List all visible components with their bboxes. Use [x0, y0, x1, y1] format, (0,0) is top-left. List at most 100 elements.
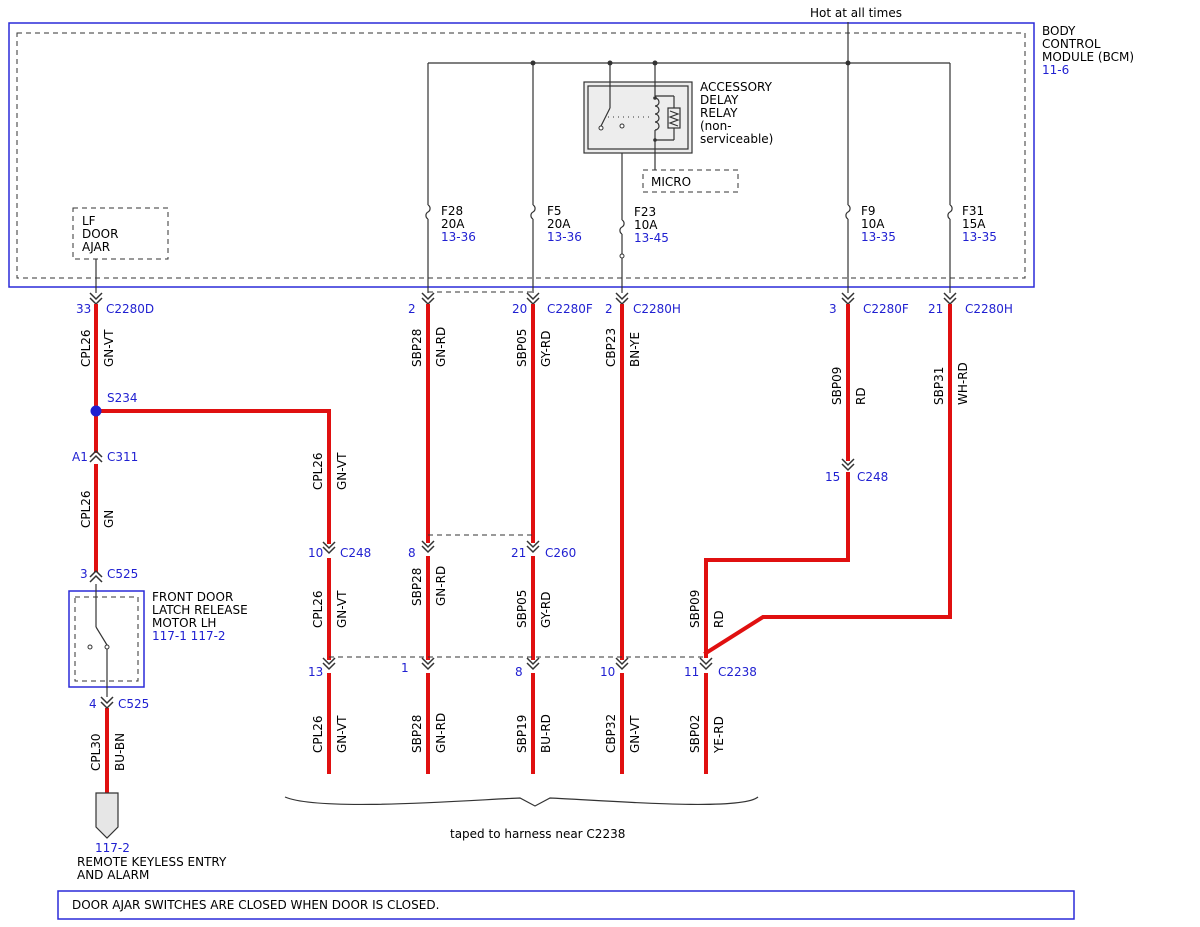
svg-text:SBP05: SBP05	[515, 329, 529, 367]
svg-text:WH-RD: WH-RD	[956, 362, 970, 405]
latch-motor-refs: 117-1 117-2	[152, 629, 226, 643]
svg-text:GN-VT: GN-VT	[335, 715, 349, 753]
svg-text:RD: RD	[854, 387, 868, 405]
svg-text:CPL26: CPL26	[311, 452, 325, 490]
c2238-conn: C2238	[718, 665, 757, 679]
fuse-f31-amps: 15A	[962, 217, 986, 231]
fuse-f9-symbol	[845, 204, 851, 220]
c2238-pin-11: 11	[684, 665, 699, 679]
relay-label-4: (non-	[700, 119, 732, 133]
lf-door-ajar-3: AJAR	[82, 240, 110, 254]
relay-label-1: ACCESSORY	[700, 80, 773, 94]
svg-text:SBP28: SBP28	[410, 715, 424, 753]
c248-left-conn: C248	[340, 546, 371, 560]
fuse-f31-name: F31	[962, 204, 984, 218]
svg-text:GY-RD: GY-RD	[539, 591, 553, 628]
svg-text:GN-VT: GN-VT	[335, 590, 349, 628]
c525-bottom-pin: 4	[89, 697, 97, 711]
svg-text:SBP28: SBP28	[410, 329, 424, 367]
micro-label: MICRO	[651, 175, 691, 189]
svg-text:SBP09: SBP09	[688, 590, 702, 628]
svg-text:SBP02: SBP02	[688, 715, 702, 753]
svg-text:SBP19: SBP19	[515, 715, 529, 753]
svg-text:CPL26: CPL26	[311, 590, 325, 628]
relay-label-3: RELAY	[700, 106, 738, 120]
svg-text:GY-RD: GY-RD	[539, 330, 553, 367]
c248-right-conn: C248	[857, 470, 888, 484]
svg-text:SBP31: SBP31	[932, 367, 946, 405]
top-pin-33: 33	[76, 302, 91, 316]
lf-door-ajar-box	[72, 207, 169, 260]
svg-text:SBP09: SBP09	[830, 367, 844, 405]
c2238-pin-10: 10	[600, 665, 615, 679]
fuse-f23-ref: 13-45	[634, 231, 669, 245]
c525-bottom-conn: C525	[118, 697, 149, 711]
svg-text:CBP23: CBP23	[604, 328, 618, 367]
svg-text:YE-RD: YE-RD	[712, 716, 726, 754]
c248-left-pin: 10	[308, 546, 323, 560]
svg-text:GN-VT: GN-VT	[628, 715, 642, 753]
wire-labels: CPL26 GN-VT CPL26 GN CPL30 BU-BN CPL26 G…	[79, 327, 970, 771]
svg-text:CPL26: CPL26	[311, 715, 325, 753]
top-pin-20: 20	[512, 302, 527, 316]
c525-top-pin: 3	[80, 567, 88, 581]
svg-text:SBP28: SBP28	[410, 568, 424, 606]
footer-note: DOOR AJAR SWITCHES ARE CLOSED WHEN DOOR …	[72, 898, 439, 912]
relay-label-2: DELAY	[700, 93, 739, 107]
fuse-f28-symbol	[425, 204, 431, 220]
fuse-f28-ref: 13-36	[441, 230, 476, 244]
splice-s234-label: S234	[107, 391, 138, 405]
c2238-arrows	[322, 657, 713, 671]
svg-text:GN-RD: GN-RD	[434, 566, 448, 606]
relay-label-5: serviceable)	[700, 132, 773, 146]
top-pin-2a: 2	[408, 302, 416, 316]
top-conn-c2280f-a: C2280F	[547, 302, 593, 316]
top-conn-c2280h-b: C2280H	[965, 302, 1013, 316]
c525-bottom-arrows	[100, 696, 114, 710]
top-conn-c2280f-b: C2280F	[863, 302, 909, 316]
latch-motor-label-3: MOTOR LH	[152, 616, 216, 630]
svg-text:RD: RD	[712, 610, 726, 628]
lf-door-ajar-1: LF	[82, 214, 96, 228]
bcm-inner-dashed	[16, 32, 1026, 279]
fuse-f5-symbol	[530, 204, 536, 220]
fuse-f23-amps: 10A	[634, 218, 658, 232]
c311-conn: C311	[107, 450, 138, 464]
top-pin-21: 21	[928, 302, 943, 316]
fuse-f9-name: F9	[861, 204, 876, 218]
svg-text:BU-BN: BU-BN	[113, 733, 127, 771]
c311-pin: A1	[72, 450, 88, 464]
c525-top-arrows	[89, 569, 103, 583]
rke-connector-arrow	[95, 792, 119, 839]
top-conn-c2280h-a: C2280H	[633, 302, 681, 316]
svg-text:GN-VT: GN-VT	[335, 452, 349, 490]
fuse-f28-amps: 20A	[441, 217, 465, 231]
splice-s234-dot	[90, 405, 102, 417]
bcm-title-3: MODULE (BCM)	[1042, 50, 1134, 64]
fuse-f31-ref: 13-35	[962, 230, 997, 244]
svg-text:CPL26: CPL26	[79, 490, 93, 528]
top-conn-c2280d: C2280D	[106, 302, 154, 316]
svg-text:CPL26: CPL26	[79, 329, 93, 367]
fuse-f23-name: F23	[634, 205, 656, 219]
accessory-delay-relay	[583, 63, 693, 170]
bcm-outline	[8, 22, 1035, 288]
c260-pin-8: 8	[408, 546, 416, 560]
fuse-f5-name: F5	[547, 204, 562, 218]
c260-conn: C260	[545, 546, 576, 560]
latch-motor-inner	[74, 596, 139, 682]
svg-text:CBP32: CBP32	[604, 714, 618, 753]
taped-note: taped to harness near C2238	[450, 827, 625, 841]
c248-right-pin: 15	[825, 470, 840, 484]
fuse-f9-ref: 13-35	[861, 230, 896, 244]
bcm-title-2: CONTROL	[1042, 37, 1101, 51]
svg-text:CPL30: CPL30	[89, 733, 103, 771]
svg-text:GN-RD: GN-RD	[434, 713, 448, 753]
c260-pin-21: 21	[511, 546, 526, 560]
latch-motor-label-1: FRONT DOOR	[152, 590, 233, 604]
fuse-f23-symbol	[619, 219, 625, 235]
svg-text:GN-VT: GN-VT	[102, 329, 116, 367]
c248-c260-arrows	[322, 458, 855, 555]
rke-label-1: REMOTE KEYLESS ENTRY	[77, 855, 227, 869]
